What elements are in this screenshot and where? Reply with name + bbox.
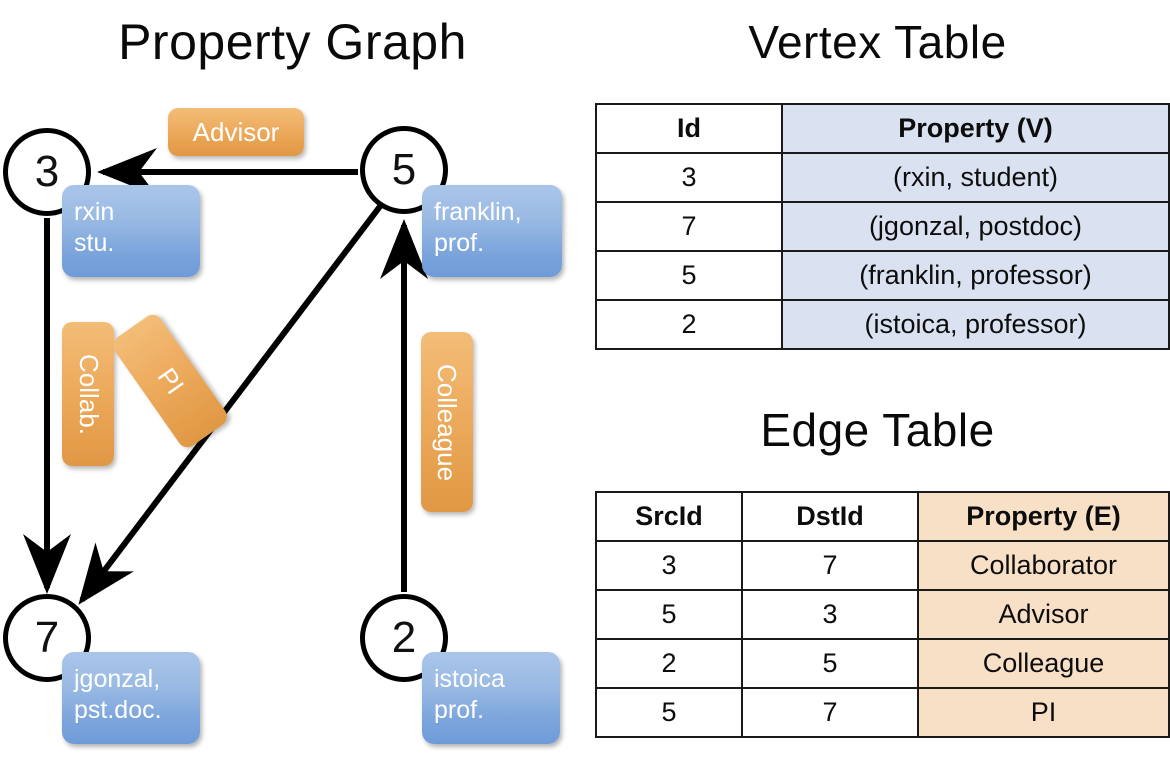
vertex-label: 5: [391, 145, 417, 194]
cell-id: 7: [595, 201, 783, 252]
vertex-property-box-jgonzal: jgonzal, pst.doc.: [62, 652, 200, 744]
cell-property: (jgonzal, postdoc): [781, 201, 1170, 252]
edge-5-to-7: [78, 203, 384, 605]
cell-property: (istoica, professor): [781, 299, 1170, 350]
cell-property: (rxin, student): [781, 152, 1170, 203]
property-line-2: prof.: [434, 229, 485, 257]
table-row: 2 5 Colleague: [595, 638, 1170, 689]
vertex-property-box-istoica: istoica prof.: [422, 652, 560, 744]
vertex-label: 7: [34, 613, 60, 662]
edge-table: SrcId DstId Property (E) 3 7 Collaborato…: [595, 491, 1170, 738]
cell-dstid: 7: [741, 687, 919, 738]
edge-label-colleague: Colleague: [421, 332, 473, 512]
cell-id: 2: [595, 299, 783, 350]
property-line-1: franklin,: [434, 198, 522, 226]
property-line-1: rxin: [74, 198, 115, 226]
cell-srcid: 3: [595, 540, 743, 591]
cell-dstid: 3: [741, 589, 919, 640]
property-graph-diagram: 3 5 7 2 rxin stu. franklin, prof. jgonza…: [3, 108, 562, 744]
table-header-row: Id Property (V): [595, 103, 1170, 154]
edge-label-advisor: Advisor: [168, 108, 304, 156]
property-line-2: pst.doc.: [74, 696, 162, 724]
page-title-edge-table: Edge Table: [760, 404, 995, 456]
cell-dstid: 7: [741, 540, 919, 591]
edge-label-collab: Collab.: [62, 322, 114, 466]
table-row: 5 7 PI: [595, 687, 1170, 738]
property-line-1: istoica: [434, 665, 505, 693]
graph-vertex-2[interactable]: 2: [360, 594, 448, 682]
graph-vertex-5[interactable]: 5: [360, 126, 448, 214]
vertex-property-box-rxin: rxin stu.: [62, 185, 200, 277]
edge-label-text: Colleague: [432, 363, 463, 481]
table-row: 5 (franklin, professor): [595, 250, 1170, 301]
vertex-label: 2: [391, 613, 417, 662]
column-header-srcid: SrcId: [595, 491, 743, 542]
property-line-2: stu.: [74, 229, 115, 257]
cell-property: Colleague: [917, 638, 1170, 689]
table-row: 2 (istoica, professor): [595, 299, 1170, 350]
edge-label-text: PI: [151, 362, 190, 400]
cell-id: 5: [595, 250, 783, 301]
table-row: 5 3 Advisor: [595, 589, 1170, 640]
table-row: 3 7 Collaborator: [595, 540, 1170, 591]
table-row: 3 (rxin, student): [595, 152, 1170, 203]
cell-srcid: 2: [595, 638, 743, 689]
table-row: 7 (jgonzal, postdoc): [595, 201, 1170, 252]
column-header-id: Id: [595, 103, 783, 154]
column-header-property-e: Property (E): [917, 491, 1170, 542]
cell-srcid: 5: [595, 687, 743, 738]
cell-srcid: 5: [595, 589, 743, 640]
page-title-vertex-table: Vertex Table: [748, 16, 1007, 68]
edge-label-text: Advisor: [192, 116, 280, 147]
table-header-row: SrcId DstId Property (E): [595, 491, 1170, 542]
vertex-label: 3: [34, 147, 60, 196]
vertex-property-box-franklin: franklin, prof.: [422, 185, 562, 277]
page-title-property-graph: Property Graph: [118, 14, 467, 70]
cell-property: Collaborator: [917, 540, 1170, 591]
cell-dstid: 5: [741, 638, 919, 689]
column-header-property-v: Property (V): [781, 103, 1170, 154]
cell-property: Advisor: [917, 589, 1170, 640]
property-line-1: jgonzal,: [74, 665, 161, 693]
property-line-2: prof.: [434, 696, 485, 724]
vertex-table: Id Property (V) 3 (rxin, student) 7 (jgo…: [595, 103, 1170, 350]
cell-property: PI: [917, 687, 1170, 738]
column-header-dstid: DstId: [741, 491, 919, 542]
graph-edges-layer: [23, 148, 428, 605]
cell-id: 3: [595, 152, 783, 203]
edge-label-text: Collab.: [73, 353, 104, 435]
cell-property: (franklin, professor): [781, 250, 1170, 301]
